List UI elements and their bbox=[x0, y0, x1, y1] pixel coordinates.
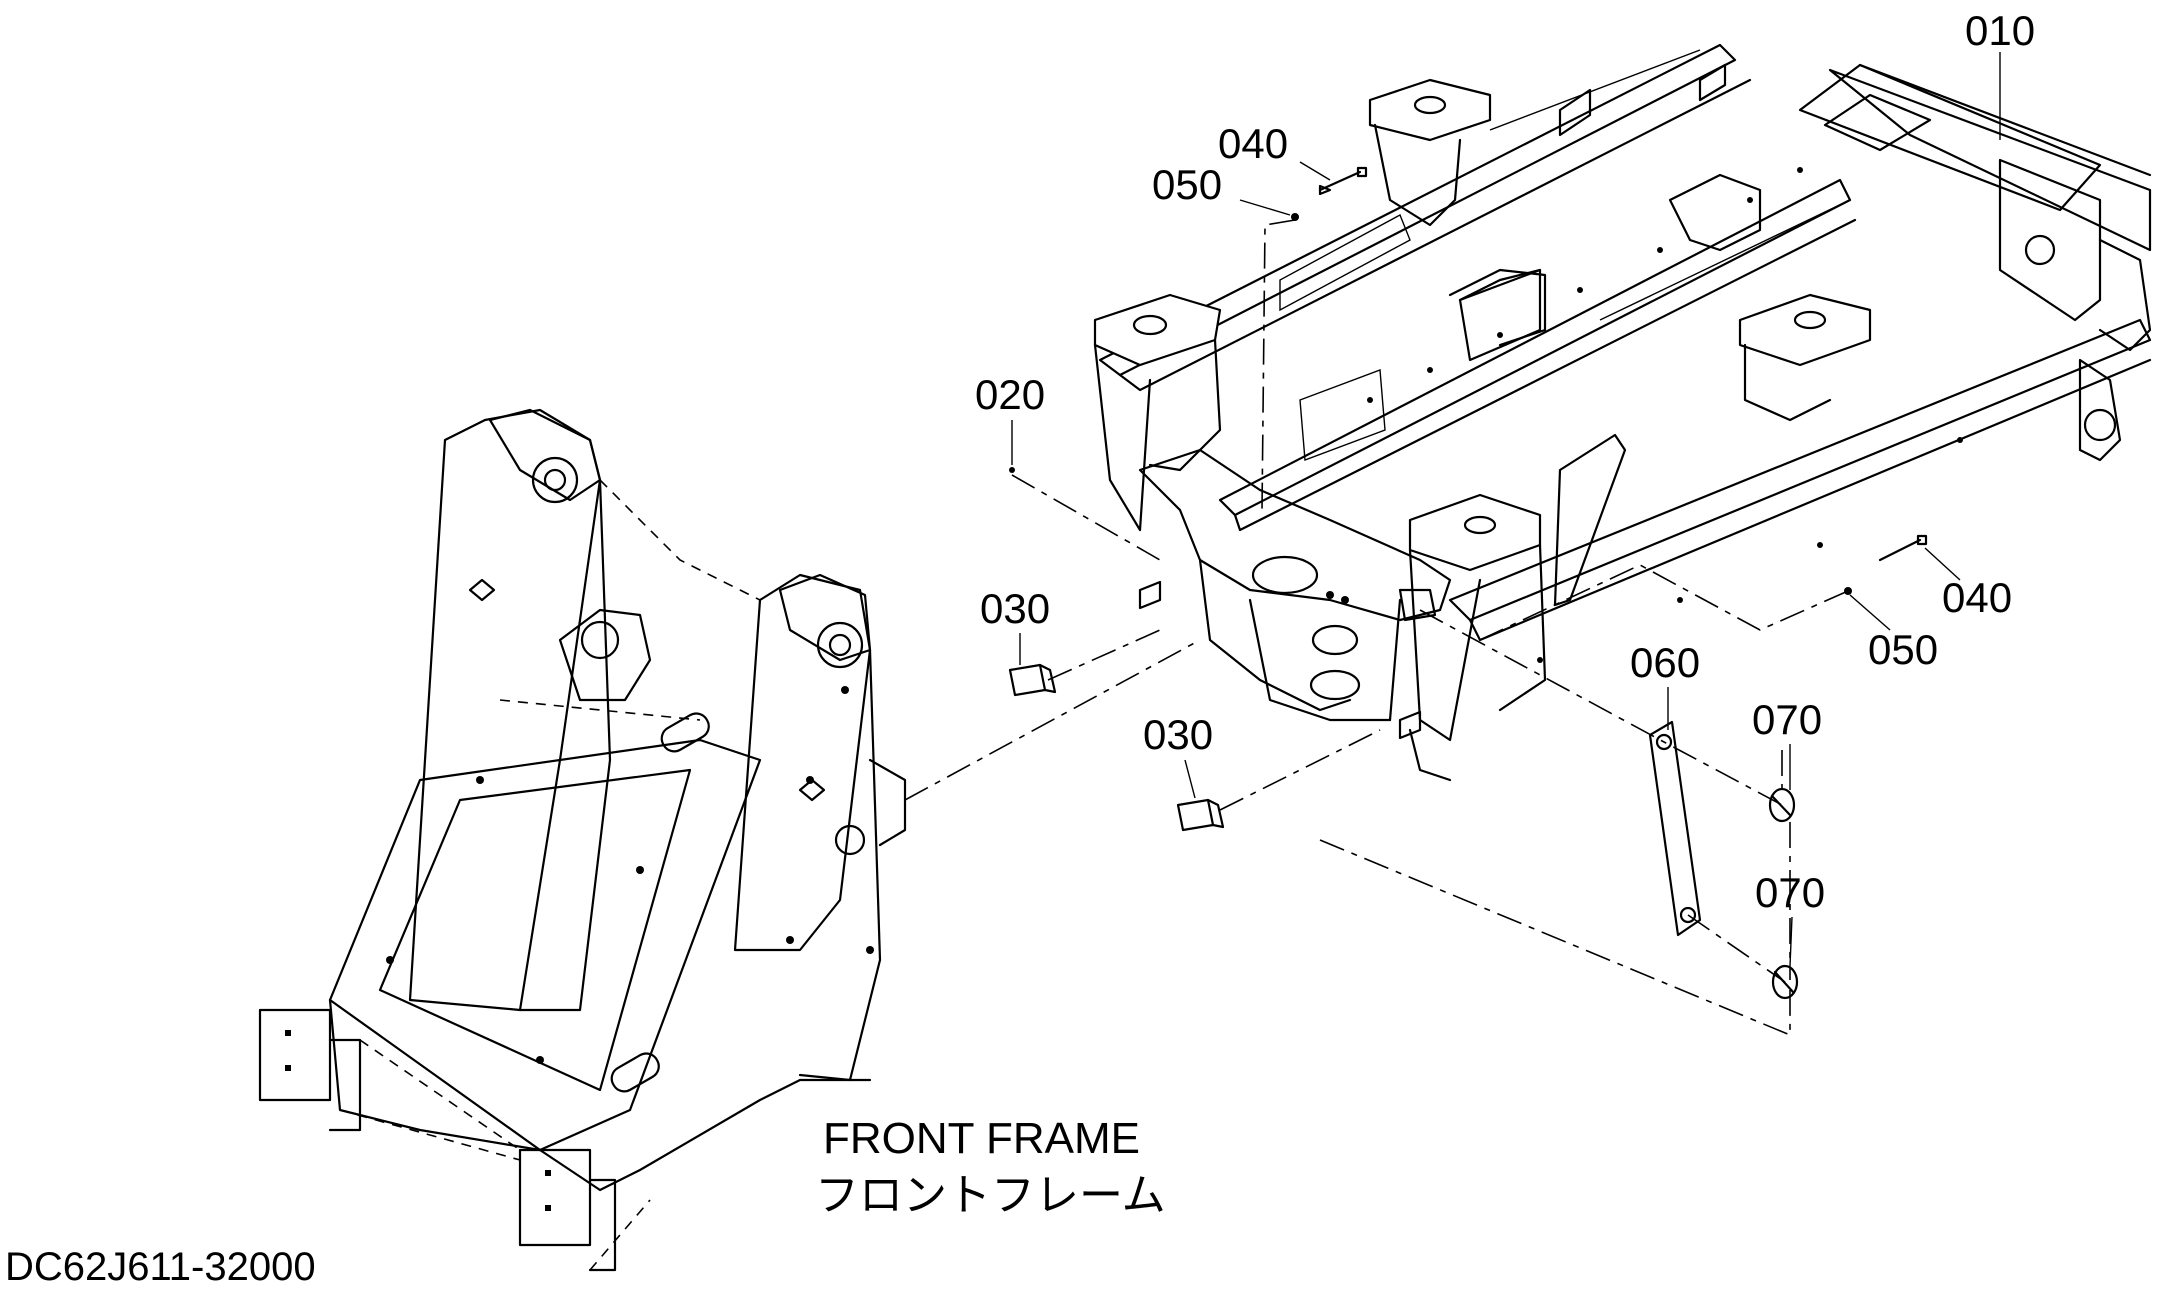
callout-030-left: 030 bbox=[980, 585, 1050, 632]
callout-050-lower: 050 bbox=[1868, 626, 1938, 673]
leader-lines bbox=[1011, 52, 2001, 967]
caption-japanese: フロントフレーム bbox=[815, 1171, 1166, 1220]
bolt-040-lower bbox=[1878, 534, 1928, 562]
rubber-pad-030-right bbox=[1176, 798, 1225, 832]
drawing-number: DC62J611-32000 bbox=[5, 1245, 316, 1289]
washer-050-upper bbox=[1291, 213, 1299, 221]
callout-030-right: 030 bbox=[1143, 711, 1213, 758]
callout-020: 020 bbox=[975, 371, 1045, 418]
callout-010: 010 bbox=[1965, 7, 2035, 54]
rubber-pad-030-left bbox=[1008, 663, 1057, 697]
callout-070-upper: 070 bbox=[1752, 696, 1822, 743]
callout-040-upper: 040 bbox=[1218, 120, 1288, 167]
callout-040-lower: 040 bbox=[1942, 574, 2012, 621]
loader-arm-assembly bbox=[258, 408, 907, 1272]
grease-fitting-020 bbox=[1009, 467, 1015, 473]
lock-pin-070-upper bbox=[1768, 787, 1796, 823]
bolt-040-upper bbox=[1318, 166, 1368, 196]
callout-060: 060 bbox=[1630, 639, 1700, 686]
callout-070-lower: 070 bbox=[1755, 869, 1825, 916]
callout-050-upper: 050 bbox=[1152, 161, 1222, 208]
caption-english: FRONT FRAME bbox=[823, 1114, 1140, 1163]
link-bar-060 bbox=[1648, 720, 1702, 937]
